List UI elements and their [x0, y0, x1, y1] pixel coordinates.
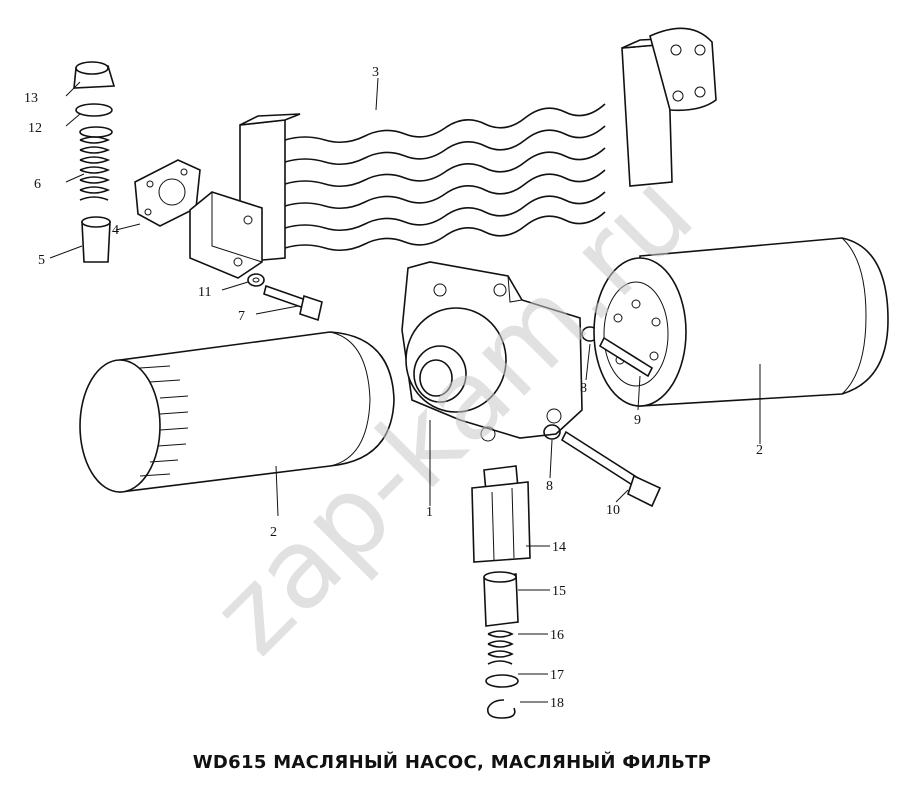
bypass-spring: [487, 630, 514, 665]
oil-filter: [79, 331, 395, 493]
circlip: [486, 699, 516, 719]
callout-3: 3: [372, 65, 379, 80]
diagram-caption: WD615 МАСЛЯНЫЙ НАСОС, МАСЛЯНЫЙ ФИЛЬТР: [192, 752, 712, 773]
callout-1: 1: [426, 505, 433, 520]
callout-8-upper: 8: [580, 381, 587, 396]
callout-8-lower: 8: [546, 479, 553, 494]
callout-5: 5: [38, 253, 45, 268]
callout-4: 4: [112, 223, 119, 238]
callout-11: 11: [198, 285, 211, 300]
bolt: [263, 284, 323, 322]
callout-16: 16: [550, 628, 564, 643]
valve-plunger: [483, 571, 519, 627]
valve-body: [471, 465, 531, 563]
callout-18: 18: [550, 696, 564, 711]
callout-17: 17: [550, 668, 564, 683]
spring-seat: [485, 674, 519, 688]
sealing-ring: [75, 103, 113, 117]
callout-9: 9: [634, 413, 641, 428]
filter-head: [401, 261, 583, 442]
callout-10: 10: [606, 503, 620, 518]
callout-15: 15: [552, 584, 566, 599]
leader-lines: [49, 77, 761, 703]
callout-7: 7: [238, 309, 245, 324]
bolt-long: [598, 336, 654, 378]
washer: [247, 273, 265, 287]
oil-filter-right: [593, 237, 889, 407]
bolt-lower: [560, 430, 662, 508]
callout-6: 6: [34, 177, 41, 192]
callout-2-right: 2: [756, 443, 763, 458]
washer-lower: [543, 424, 561, 440]
valve-piston: [81, 216, 111, 263]
callout-14: 14: [552, 540, 566, 555]
callout-12: 12: [28, 121, 42, 136]
pump-cover: [189, 191, 263, 279]
callout-13: 13: [24, 91, 38, 106]
valve-spring: [79, 126, 113, 201]
callouts: 3 13 12 6 4 5 11 7 2 1 8 9 2 8 10 14 15 …: [24, 65, 763, 711]
callout-2-left: 2: [270, 525, 277, 540]
plug-screw: [73, 61, 116, 89]
